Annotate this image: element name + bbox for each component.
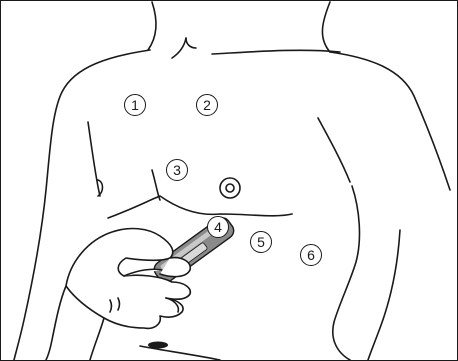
neck-right-line	[322, 2, 330, 52]
left-torso-bottom	[140, 346, 220, 360]
right-nipple-outer	[220, 178, 240, 198]
right-shoulder	[330, 52, 450, 190]
collarbone-notch	[172, 38, 186, 58]
knuckle-line-1	[110, 300, 112, 312]
chest-line	[108, 196, 292, 218]
site-label-6: 6	[300, 244, 322, 266]
right-nipple-inner	[226, 184, 234, 192]
right-flank	[333, 186, 360, 360]
site-label-3: 3	[166, 159, 188, 181]
right-arm-inner	[368, 230, 400, 360]
site-label-4: 4	[207, 216, 229, 238]
knuckle-line-2	[118, 298, 120, 310]
collarbone-right	[212, 50, 340, 54]
chest-center	[152, 170, 160, 200]
navel	[148, 342, 168, 349]
site-label-5: 5	[250, 231, 272, 253]
left-armpit	[88, 122, 100, 196]
neck-left-line	[148, 2, 156, 50]
forearm-top	[46, 286, 66, 360]
right-armpit	[318, 118, 350, 182]
collarbone-left	[186, 38, 196, 48]
site-label-1: 1	[124, 94, 146, 116]
forearm-bottom	[90, 318, 104, 360]
site-label-2: 2	[196, 94, 218, 116]
